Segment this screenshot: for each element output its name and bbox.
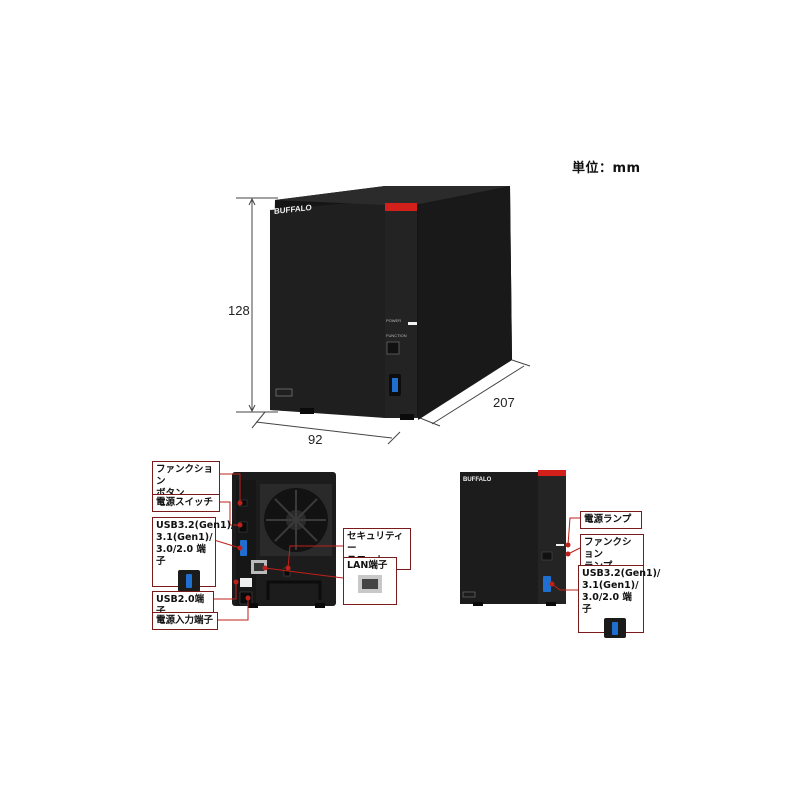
callout-power-lamp: 電源ランプ [580,511,642,529]
lan-port-icon [358,575,382,593]
depth-dimension-line [419,359,531,427]
callout-text: 3.0/2.0 端子 [582,592,632,615]
rear-leader-lines [212,473,344,621]
callout-front-usb32: USB3.2(Gen1)/ 3.1(Gen1)/ 3.0/2.0 端子 [578,565,661,638]
nas-front-view [460,470,566,606]
front-view-brand-logo: BUFFALO [463,477,492,483]
callout-text: 電源スイッチ [156,497,214,508]
rear-leader-dots [233,500,291,601]
callout-power-switch: 電源スイッチ [152,494,220,512]
callout-text: ファンクション [584,537,632,560]
callout-lan: LAN端子 [343,557,397,605]
height-dimension-line [236,197,278,413]
callout-text: 3.0/2.0 端子 [156,544,206,567]
callout-text: 3.1(Gen1)/ [156,532,213,543]
callout-text: 電源ランプ [584,514,632,525]
nas-rear-view [232,472,336,608]
function-lamp-label: FUNCTION [386,333,407,338]
callout-text: ファンクション [156,464,214,487]
power-lamp-label: POWER [386,318,402,323]
callout-power-input: 電源入力端子 [152,612,218,630]
usb-port-icon [178,570,200,592]
depth-label: 207 [493,395,515,410]
callout-text: USB3.2(Gen1)/ [156,520,235,531]
callout-text: ボタン [156,488,216,500]
callout-text: 電源入力端子 [156,615,214,626]
callout-rear-usb32: USB3.2(Gen1)/ 3.1(Gen1)/ 3.0/2.0 端子 [152,517,235,592]
width-label: 92 [308,432,323,447]
height-label: 128 [228,303,250,318]
callout-text: USB3.2(Gen1)/ [582,568,661,579]
width-dimension-line [251,411,401,445]
callout-text: USB2.0端子 [156,594,205,617]
front-leader-dots [549,542,571,587]
usb-port-icon [604,618,626,638]
callout-text: LAN端子 [347,560,388,571]
callout-text: 3.1(Gen1)/ [582,580,639,591]
callout-text: セキュリティー [347,531,404,554]
unit-label: 単位：mm [572,161,641,176]
nas-main-body [270,186,512,420]
